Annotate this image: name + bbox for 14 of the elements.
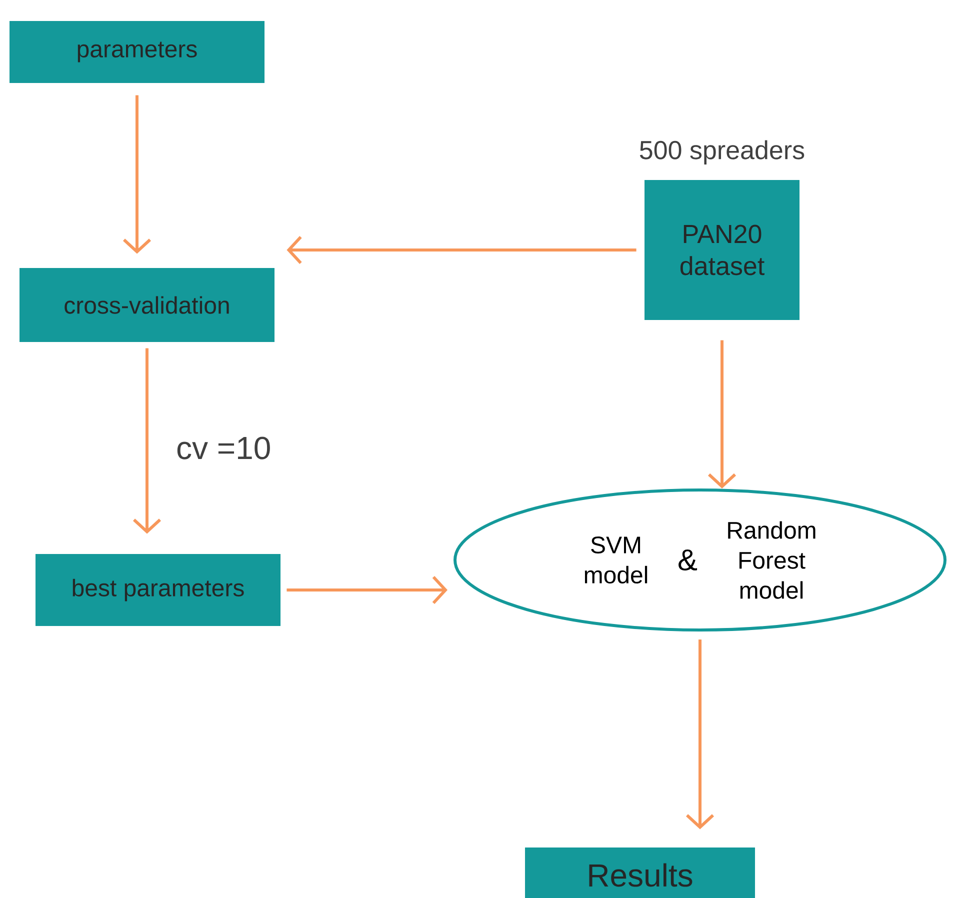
arrow — [686, 640, 714, 830]
arrow — [708, 340, 736, 488]
process-box: cross-validation — [20, 268, 274, 342]
process-box: PAN20 dataset — [644, 180, 800, 320]
arrow — [132, 348, 162, 534]
arrow — [286, 576, 448, 604]
ellipse-node: SVM model & Random Forest model — [454, 488, 946, 632]
process-box: parameters — [10, 21, 264, 83]
node-caption: 500 spreaders — [640, 140, 804, 164]
arrow — [286, 236, 636, 264]
arrow — [122, 95, 152, 254]
process-box: Results — [525, 848, 755, 898]
edge-label: cv =10 — [172, 433, 275, 463]
process-box: best parameters — [36, 554, 280, 626]
